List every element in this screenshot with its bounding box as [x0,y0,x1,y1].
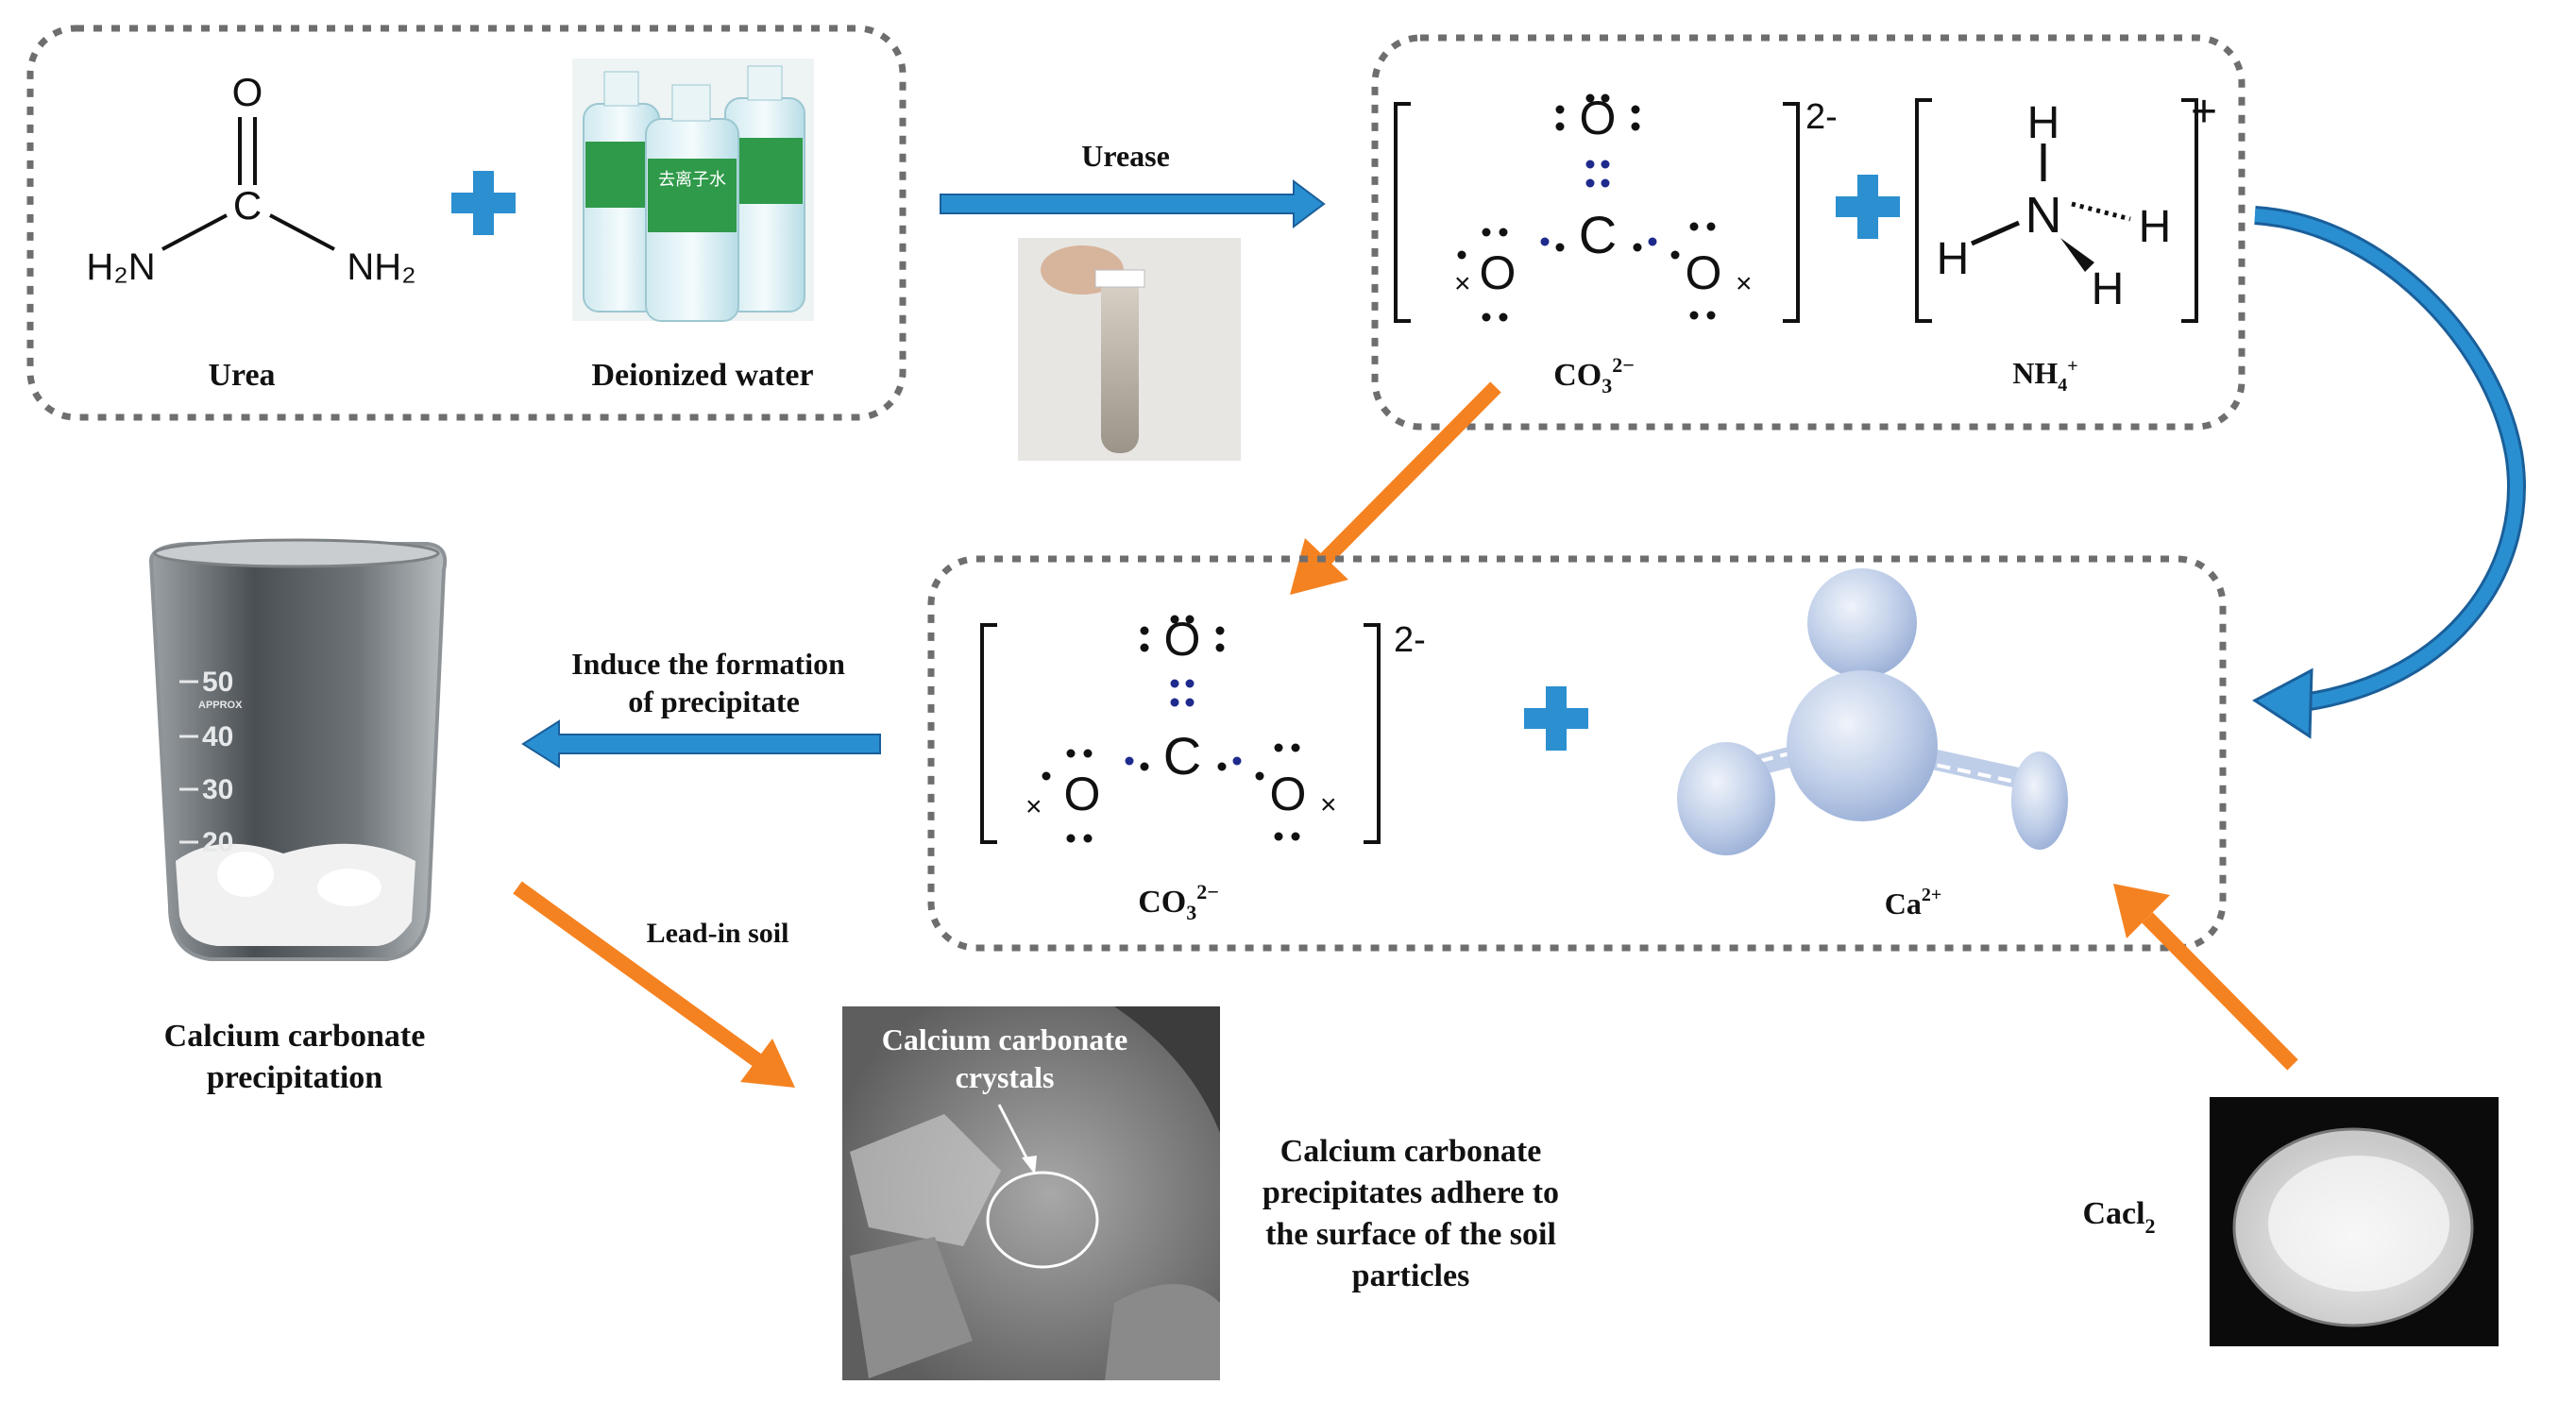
carbonate-label-1: CO32− [1553,353,1635,397]
urease-arrow [940,179,1326,228]
text-box2-carbonate_label-base: CO [1553,358,1602,393]
text-beaker-approx: APPROX [198,700,243,711]
text-cacl2-sub: 2 [2145,1214,2156,1238]
text-beaker-marks-3: 20 [202,827,233,858]
urea-label: Urea [208,358,275,393]
text-box2-atoms-h: H [1937,234,1970,284]
text-box2-ammonium_charge: + [2191,87,2217,137]
text-box2-atoms-x: × [1454,268,1471,299]
plus-icon [1524,686,1588,751]
text-box2-atoms-h: H [2092,264,2125,314]
plus-icon [1836,175,1900,239]
orange-arrow-leadin [513,881,795,1088]
adhere-label-line1: Calcium carbonate [1280,1134,1542,1169]
text-box2-atoms-c: C [1163,726,1201,786]
text-box2-carbonate_charge: 2- [1805,97,1838,137]
urea-structure: O C H₂N NH₂ [86,70,415,288]
text-box2-carbonate_label-sub: 3 [1602,374,1612,397]
carbonate-label-2: CO32− [1138,880,1219,924]
text-box2-atoms-o: O [1064,768,1101,820]
calcium-label: Ca2+ [1885,885,1942,921]
orange-arrow-carbonate [1290,381,1501,595]
deionized-water-bottles: 去离子水 [572,59,814,322]
cacl2-label: Cacl2 [2082,1196,2155,1238]
urea-o: O [232,70,263,114]
sem-label-line1: Calcium carbonate [882,1022,1127,1056]
text-box2-atoms-o: O [1480,246,1517,299]
beaker-photo: 50 APPROX 40 30 20 [148,538,448,961]
text-beaker-marks-2: 30 [202,774,233,805]
text-cacl2-base: Cacl [2082,1196,2144,1231]
induce-label-line1: Induce the formation [571,647,845,681]
text-box2-atoms-n: N [2025,187,2062,244]
carbonate-structure-2: 2- O C O × O × [980,613,1426,844]
text-box3-carbonate_label-sub: 3 [1186,901,1196,924]
text-box3-carbonate_label-base: CO [1138,885,1186,920]
text-box2-atoms-x: × [1736,268,1753,299]
sem-label-line2: crystals [956,1060,1055,1094]
orange-arrow-calcium [2113,884,2298,1071]
text-box2-ammonium_label-sub: 4 [2058,375,2067,396]
induce-arrow [521,719,881,769]
sem-micrograph [842,1006,1220,1380]
text-box2-atoms-x: × [1025,791,1042,822]
box-carbonate-ammonium [1371,34,2246,431]
text-box2-atoms-c: C [1579,205,1617,264]
beaker-label-line1: Calcium carbonate [164,1019,426,1054]
adhere-label-line2: precipitates adhere to [1263,1175,1559,1210]
urea-nh2-right: NH₂ [347,246,415,288]
adhere-label-line3: the surface of the soil [1265,1217,1556,1252]
text-box2-atoms-h: H [2027,98,2060,148]
text-box2-atoms-h: H [2139,202,2172,252]
text-box2-carbonate_label-sup: 2− [1612,353,1635,377]
text-box2-atoms-o: O [1164,613,1201,666]
urease-label: Urease [1081,139,1170,173]
text-box3-calcium_label-base: Ca [1885,887,1922,921]
adhere-label-line4: particles [1352,1259,1470,1293]
text-beaker-marks-1: 40 [202,721,233,752]
beaker-label-line2: precipitation [207,1060,382,1095]
ammonium-label: NH4+ [2012,356,2077,396]
text-box3-carbonate_label-sup: 2− [1196,880,1219,904]
text-box2-atoms-o: O [1686,246,1722,299]
water-label: Deionized water [591,358,813,393]
text-box2-ammonium_label-base: NH [2012,356,2058,390]
text-box2-atoms-o: O [1270,768,1307,820]
text-box2-atoms-o: O [1580,92,1617,144]
urea-c: C [233,183,262,228]
text-box2-ammonium_label-sup: + [2067,356,2077,377]
induce-label-line2: of precipitate [628,684,800,718]
ammonium-structure: + H N H H H [1915,87,2217,323]
urea-nh2-left: H₂N [86,246,155,288]
leadin-label: Lead-in soil [647,918,789,949]
text-beaker-marks-0: 50 [202,667,233,698]
plus-icon [451,171,516,235]
curved-blue-arrow [2252,206,2526,739]
text-box3-carbonate_charge: 2- [1394,620,1426,660]
carbonate-structure-1: 2- O C O × O × [1394,92,1838,323]
box-carbonate-calcium [927,555,2227,952]
bottle-label-text: 去离子水 [658,170,726,190]
cacl2-dish-photo [2210,1097,2499,1346]
calcium-molecule-model [1677,568,2068,855]
text-box2-atoms-x: × [1320,789,1337,820]
text-box3-calcium_label-sup: 2+ [1922,885,1941,905]
urease-tube-photo [1018,238,1241,461]
